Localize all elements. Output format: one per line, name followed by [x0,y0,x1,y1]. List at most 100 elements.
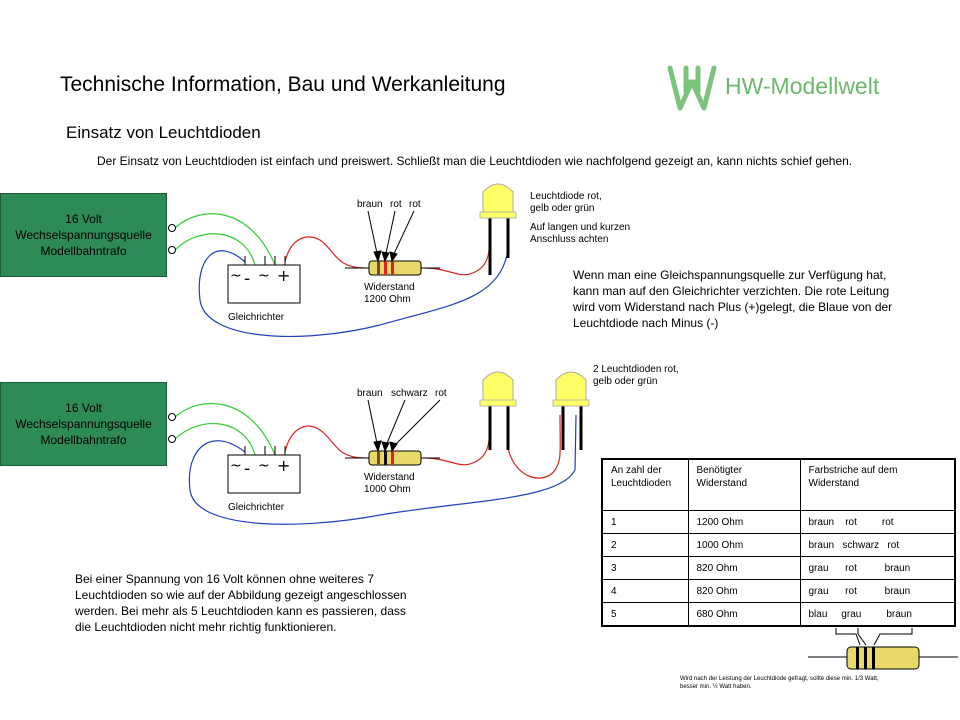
svg-text:~: ~ [258,458,270,474]
led-count-note-line3: werden. Bei mehr als 5 Leuchtdioden kann… [75,604,406,618]
wattage-footnote: Wird nach der Leistung der Leuchtdiode g… [680,675,879,691]
terminal-2b [168,435,176,443]
terminal-1b [168,246,176,254]
minus-wire-1 [198,225,509,337]
svg-text:~: ~ [230,268,242,284]
resistor-2-label: Widerstand 1000 Ohm [364,472,415,496]
ac-wire-2a [174,402,276,456]
table-row: 2 1000 Ohm braun schwarz rot [601,533,956,557]
cell-led-count: 5 [601,602,689,627]
led-2-label: 2 Leuchtdioden rot, gelb oder grün [593,364,679,388]
dc-explanation-line3: wird vom Widerstand nach Plus (+)gelegt,… [573,300,893,314]
dc-explanation-line4: Leuchtdiode nach Minus (-) [573,316,719,330]
cell-led-count: 3 [601,556,689,580]
resistor-2-label-value: 1000 Ohm [364,484,411,495]
svg-text:+: + [277,456,290,475]
band-label-1c: rot [409,199,421,210]
terminal-2a [168,413,176,421]
transformer-1-voltage: 16 Volt [65,212,102,226]
ac-wire-1a [174,213,276,266]
rectifier-1-label: Gleichrichter [228,312,285,323]
led-1-note: Auf langen und kurzen Anschluss achten [530,222,630,246]
led-wire-2b [507,414,561,479]
led-wire-2a [424,414,491,466]
wattage-footnote-line1: Wird nach der Leistung der Leuchtdiode g… [680,676,879,682]
led-count-note-line4: die Leuchtdioden nicht mehr richtig funk… [75,620,337,634]
band-label-2b: schwarz [391,388,428,399]
ac-wire-2b [174,423,256,456]
led-2a [479,371,517,450]
cell-color-bands: braun rot rot [799,510,956,534]
band-arrows-1 [367,210,415,263]
led-wire-1 [424,224,491,276]
led-count-note-line1: Bei einer Spannung von 16 Volt können oh… [75,572,374,586]
cell-resistance: 1200 Ohm [687,510,801,534]
resistor-1-label-name: Widerstand [364,282,415,293]
led-count-note-line2: Leuchtdioden so wie auf der Abbildung ge… [75,588,407,602]
logo-text: HW-Modellwelt [725,73,880,99]
cell-color-bands: grau rot braun [799,579,956,603]
cell-resistance: 820 Ohm [687,579,801,603]
resistor-1 [345,260,440,276]
led-1-label-line2: gelb oder grün [530,203,595,214]
rectifier-2-label: Gleichrichter [228,502,285,513]
cell-led-count: 4 [601,579,689,603]
transformer-2-name: Modellbahntrafo [40,433,127,447]
band-arrows-2 [367,399,441,453]
led-2b [552,371,590,450]
section-title: Einsatz von Leuchtdioden [66,123,261,142]
cell-color-bands: braun schwarz rot [799,533,956,557]
resistor-1-label-value: 1200 Ohm [364,294,411,305]
band-label-2a: braun [357,388,383,399]
rectifier-1: ~ - ~ + [227,256,301,304]
led-1-label-line1: Leuchtdiode rot, [530,191,602,202]
svg-text:+: + [277,266,290,285]
resistor-2 [345,450,440,466]
svg-text:~: ~ [258,268,270,284]
cell-resistance: 820 Ohm [687,556,801,580]
transformer-2: 16 Volt Wechselspannungsquelle Modellbah… [0,382,167,466]
band-label-2c: rot [435,388,447,399]
resistor-1-label: Widerstand 1200 Ohm [364,282,415,306]
led-2-label-line1: 2 Leuchtdioden rot, [593,364,679,375]
table-row: 1 1200 Ohm braun rot rot [601,510,956,534]
cell-color-bands: blau grau braun [799,602,956,627]
minus-wire-2 [188,414,577,525]
wattage-footnote-line2: besser min. ½ Watt haben. [680,684,752,690]
transformer-1-name: Modellbahntrafo [40,244,127,258]
cell-color-bands: grau rot braun [799,556,956,580]
band-label-1b: rot [390,199,402,210]
svg-text:-: - [244,269,250,289]
transformer-1: 16 Volt Wechselspannungsquelle Modellbah… [0,193,167,277]
cell-led-count: 1 [601,510,689,534]
band-label-1a: braun [357,199,383,210]
led-1 [479,183,517,275]
intro-text: Der Einsatz von Leuchtdioden ist einfach… [97,154,853,168]
dc-explanation-line2: kann man auf den Gleichrichter verzichte… [573,284,890,298]
led-count-note: Bei einer Spannung von 16 Volt können oh… [75,571,407,635]
terminal-1a [168,224,176,232]
ac-wire-1b [174,233,256,266]
table-row: 3 820 Ohm grau rot braun [601,556,956,580]
hw-logo-icon [667,65,717,111]
transformer-2-type: Wechselspannungsquelle [15,417,152,431]
transformer-1-type: Wechselspannungsquelle [15,228,152,242]
cell-resistance: 680 Ohm [687,602,801,627]
cell-led-count: 2 [601,533,689,557]
led-2-label-line2: gelb oder grün [593,376,658,387]
page-title: Technische Information, Bau und Werkanle… [60,73,506,96]
led-1-note-line2: Anschluss achten [530,234,609,245]
led-1-note-line1: Auf langen und kurzen [530,222,631,233]
resistor-illustration [808,628,958,670]
cell-resistance: 1000 Ohm [687,533,801,557]
resistor-2-label-name: Widerstand [364,472,415,483]
rectifier-2: ~ - ~ + [227,446,301,494]
led-1-label: Leuchtdiode rot, gelb oder grün [530,191,602,215]
dc-explanation-line1: Wenn man eine Gleichspannungsquelle zur … [573,268,887,282]
